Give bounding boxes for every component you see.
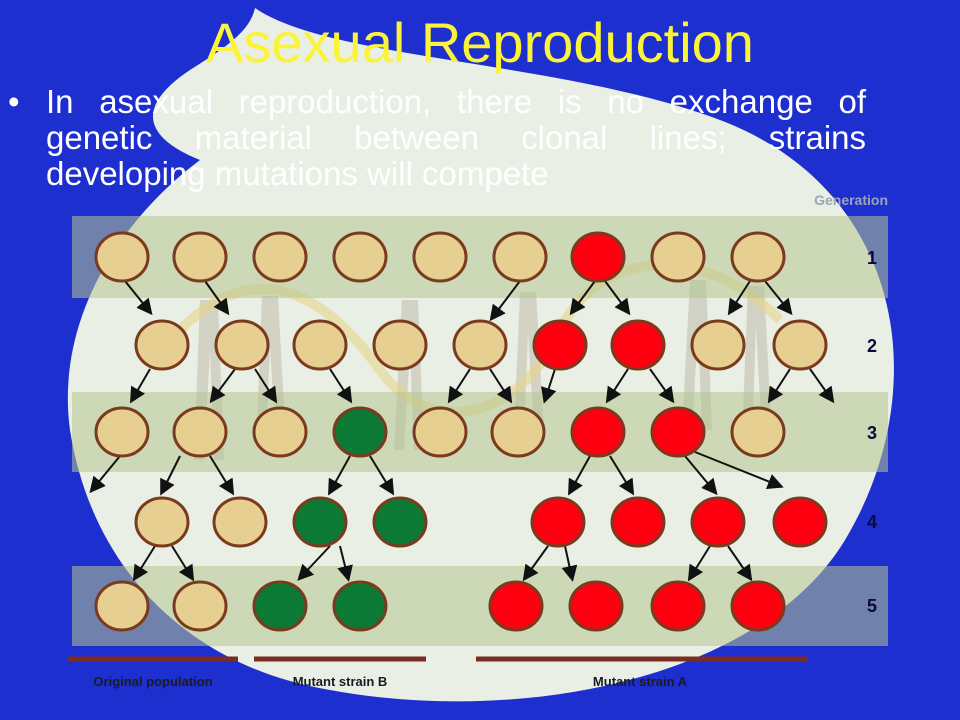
cell-original-gen3-6 — [490, 406, 546, 458]
lineage-arrow-7 — [764, 280, 793, 316]
cell-original-gen3-5 — [412, 406, 468, 458]
lineage-arrow-14 — [541, 368, 557, 404]
cell-original-gen3-1 — [94, 406, 150, 458]
lineage-arrow-24 — [568, 455, 591, 496]
cell-original-gen2-8 — [690, 319, 746, 371]
cell-original-gen1-9 — [730, 231, 786, 283]
generation-number-3: 3 — [866, 423, 877, 443]
lineage-arrow-12 — [447, 368, 471, 404]
lineage-arrow-15 — [605, 368, 629, 404]
lineage-arrow-22 — [328, 455, 351, 496]
cell-mutant-b-gen4-3 — [292, 496, 348, 548]
cell-original-gen2-1 — [134, 319, 190, 371]
cell-original-gen5-2 — [172, 580, 228, 632]
cell-original-gen1-8 — [650, 231, 706, 283]
cell-original-gen2-2 — [214, 319, 270, 371]
cell-original-gen1-4 — [332, 231, 388, 283]
lineage-arrow-34 — [687, 545, 711, 582]
cell-original-gen1-3 — [252, 231, 308, 283]
cell-original-gen2-3 — [292, 319, 348, 371]
cell-original-gen1-2 — [172, 231, 228, 283]
cell-original-gen1-6 — [492, 231, 548, 283]
cell-original-gen1-1 — [94, 231, 150, 283]
lineage-arrow-27 — [694, 451, 784, 489]
label-mutant-strain-b: Mutant strain B — [292, 674, 388, 689]
generation-number-1: 1 — [866, 248, 877, 268]
cell-original-gen3-3 — [252, 406, 308, 458]
lineage-arrow-35 — [727, 545, 753, 582]
cell-mutant-a-gen2-7 — [610, 319, 666, 371]
cell-mutant-b-gen5-3 — [252, 580, 308, 632]
cell-mutant-b-gen4-4 — [372, 496, 428, 548]
cell-mutant-a-gen4-7 — [690, 496, 746, 548]
slide-title: Asexual Reproduction — [206, 11, 754, 74]
lineage-arrow-30 — [297, 545, 331, 581]
cell-original-gen2-5 — [452, 319, 508, 371]
cell-original-gen4-1 — [134, 496, 190, 548]
generation-number-4: 4 — [866, 512, 877, 532]
lineage-arrow-33 — [561, 545, 578, 582]
lineage-arrow-20 — [160, 455, 181, 496]
lineage-arrow-6 — [727, 280, 751, 316]
label-original-population: Original population — [93, 674, 213, 689]
lineage-arrow-1 — [124, 280, 153, 316]
cell-original-gen4-2 — [212, 496, 268, 548]
lineage-arrow-26 — [684, 455, 718, 496]
cell-mutant-a-gen1-7 — [570, 231, 626, 283]
generation-number-5: 5 — [866, 596, 877, 616]
cell-original-gen1-5 — [412, 231, 468, 283]
cell-original-gen5-1 — [94, 580, 150, 632]
cell-mutant-a-gen3-7 — [570, 406, 626, 458]
lineage-arrow-4 — [569, 280, 596, 316]
cell-mutant-a-gen5-5 — [488, 580, 544, 632]
cell-original-gen3-2 — [172, 406, 228, 458]
cell-mutant-a-gen3-8 — [650, 406, 706, 458]
lineage-arrow-8 — [129, 368, 151, 404]
cell-mutant-a-gen5-6 — [568, 580, 624, 632]
cell-mutant-a-gen5-7 — [650, 580, 706, 632]
lineage-arrow-17 — [767, 368, 791, 404]
cell-mutant-a-gen4-8 — [772, 496, 828, 548]
label-mutant-strain-a: Mutant strain A — [592, 674, 688, 689]
lineage-arrow-2 — [204, 280, 230, 316]
generation-number-2: 2 — [866, 336, 877, 356]
cell-mutant-a-gen2-6 — [532, 319, 588, 371]
bullet-text: In asexual reproduction, there is no exc… — [46, 83, 866, 192]
lineage-arrow-19 — [89, 455, 121, 494]
lineage-arrow-23 — [369, 455, 395, 496]
cell-original-gen3-9 — [730, 406, 786, 458]
bullet-marker: • — [8, 83, 20, 120]
cell-mutant-a-gen4-6 — [610, 496, 666, 548]
lineage-arrow-25 — [609, 455, 635, 496]
lineage-arrow-31 — [337, 545, 353, 582]
lineage-arrow-9 — [209, 368, 236, 404]
cell-mutant-b-gen3-4 — [332, 406, 388, 458]
lineage-arrow-32 — [522, 545, 549, 582]
lineage-arrow-5 — [604, 280, 631, 316]
lineage-arrow-11 — [329, 368, 353, 404]
cell-mutant-a-gen5-8 — [730, 580, 786, 632]
lineage-arrow-29 — [171, 545, 195, 582]
lineage-arrow-21 — [209, 455, 235, 496]
cell-original-gen2-9 — [772, 319, 828, 371]
lineage-arrow-13 — [489, 368, 513, 404]
cell-mutant-a-gen4-5 — [530, 496, 586, 548]
lineage-arrow-18 — [809, 368, 835, 404]
lineage-arrow-3 — [489, 280, 521, 322]
lineage-arrow-16 — [649, 368, 675, 404]
generation-heading: Generation — [814, 192, 888, 208]
lineage-arrow-28 — [132, 545, 156, 582]
cell-original-gen2-4 — [372, 319, 428, 371]
lineage-arrow-10 — [254, 368, 278, 404]
cell-mutant-b-gen5-4 — [332, 580, 388, 632]
